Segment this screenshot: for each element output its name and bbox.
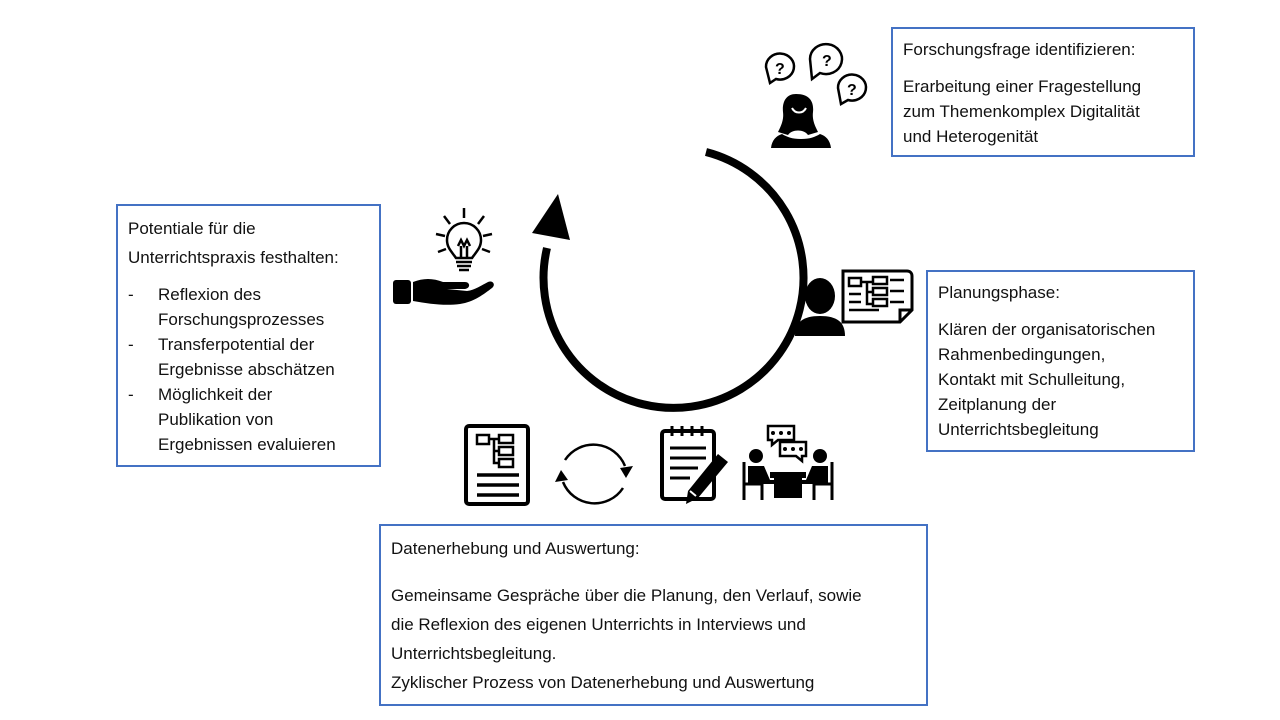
datenerhebung-line: die Reflexion des eigenen Unterrichts in… — [391, 615, 806, 634]
planungsphase-line: Klären der organisatorischen — [938, 320, 1156, 339]
datenerhebung-line: Unterrichtsbegleitung. — [391, 644, 557, 663]
notepad-pencil-icon — [660, 426, 728, 504]
planungsphase-box: Planungsphase: Klären der organisatorisc… — [926, 270, 1195, 452]
svg-text:?: ? — [775, 61, 785, 78]
potentiale-box: Potentiale für die Unterrichtspraxis fes… — [116, 204, 381, 467]
cycle-arrow-main — [532, 148, 808, 412]
forschungsfrage-line: Erarbeitung einer Fragestellung — [903, 77, 1142, 96]
forschungsfrage-line: und Heterogenität — [903, 127, 1039, 146]
planungsphase-line: Kontakt mit Schulleitung, — [938, 370, 1126, 389]
svg-text:?: ? — [822, 53, 832, 70]
list-item: Transferpotential der Ergebnisse abschät… — [128, 332, 369, 382]
datenerhebung-line: Zyklischer Prozess von Datenerhebung und… — [391, 673, 815, 692]
person-with-question-bubbles-icon: ? ? ? — [764, 42, 868, 148]
datenerhebung-box: Datenerhebung und Auswertung: Gemeinsame… — [379, 524, 928, 706]
forschungsfrage-title: Forschungsfrage identifizieren: — [903, 40, 1136, 59]
meeting-icon — [742, 424, 834, 500]
forschungsfrage-line: zum Themenkomplex Digitalität — [903, 102, 1140, 121]
planungsphase-line: Zeitplanung der — [938, 395, 1057, 414]
potentiale-title: Unterrichtspraxis festhalten: — [128, 248, 339, 267]
cycle-arrows-icon — [555, 443, 633, 505]
planungsphase-line: Unterrichtsbegleitung — [938, 420, 1099, 439]
document-icon — [464, 424, 530, 506]
planungsphase-line: Rahmenbedingungen, — [938, 345, 1106, 364]
potentiale-list: Reflexion des Forschungsprozesses Transf… — [128, 282, 369, 457]
list-item: Möglichkeit der Publikation von Ergebnis… — [128, 382, 369, 457]
svg-text:?: ? — [847, 82, 857, 99]
list-item: Reflexion des Forschungsprozesses — [128, 282, 369, 332]
lightbulb-hand-icon — [393, 208, 494, 305]
datenerhebung-line: Gemeinsame Gespräche über die Planung, d… — [391, 586, 862, 605]
potentiale-title: Potentiale für die — [128, 219, 256, 238]
person-with-plan-icon — [795, 269, 914, 336]
planungsphase-title: Planungsphase: — [938, 283, 1060, 302]
forschungsfrage-box: Forschungsfrage identifizieren: Erarbeit… — [891, 27, 1195, 157]
datenerhebung-title: Datenerhebung und Auswertung: — [391, 539, 640, 558]
